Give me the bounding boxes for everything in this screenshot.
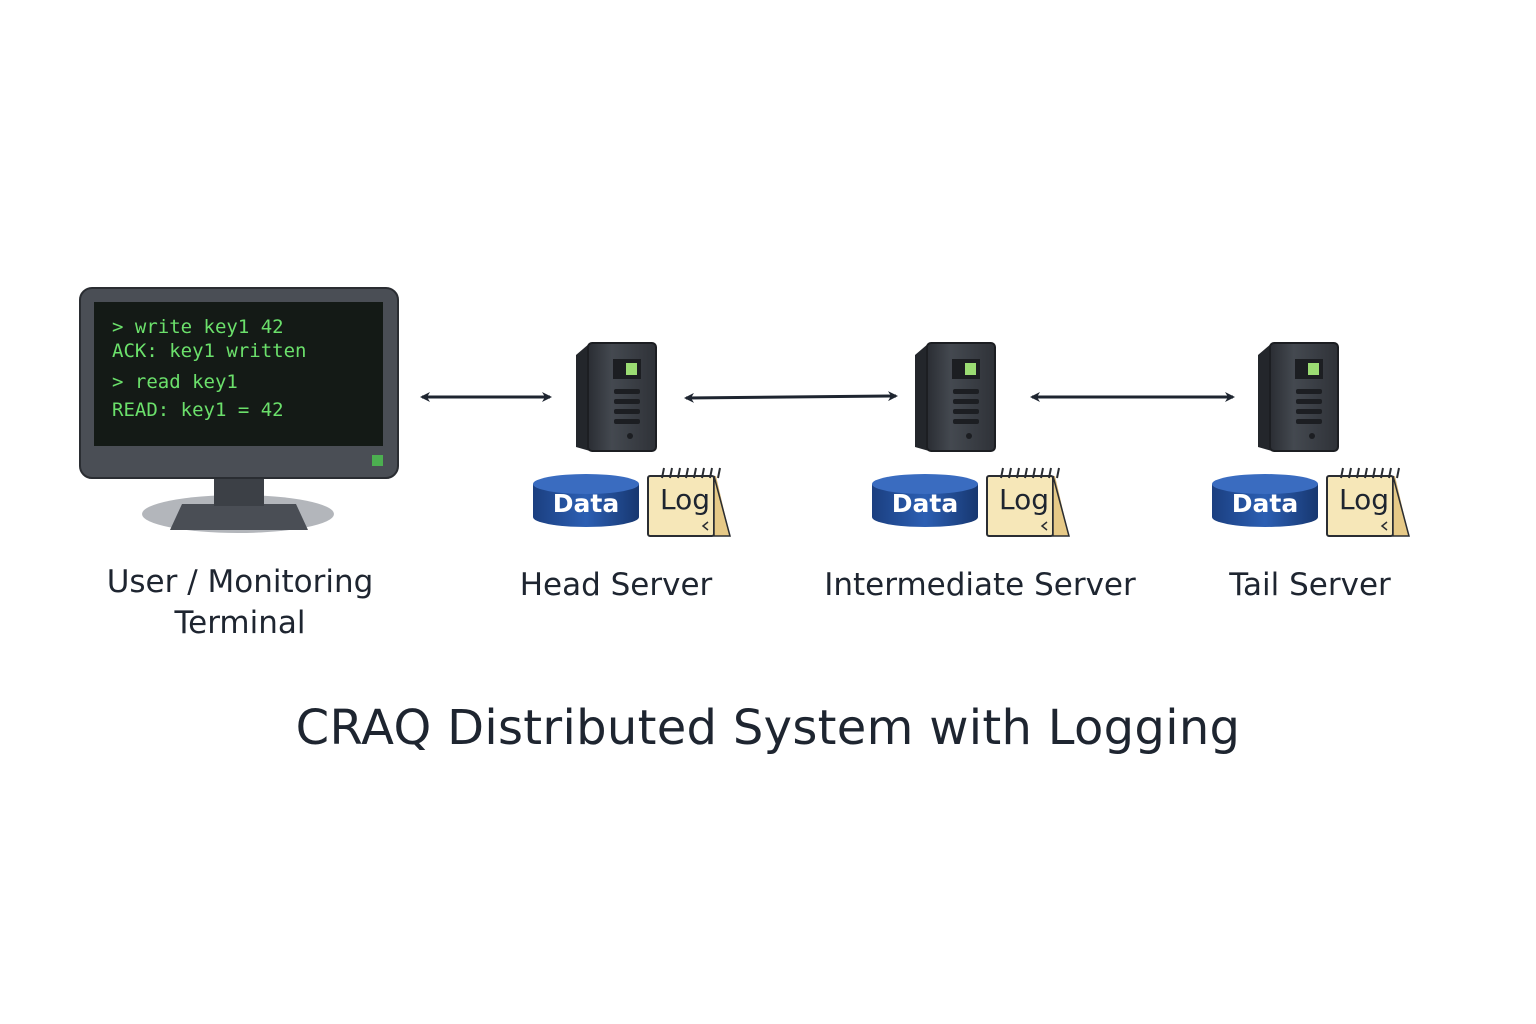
terminal-label-line1: User / Monitoring [106,564,374,600]
data-store-icon: Data [872,474,978,527]
terminal-line: ACK: key1 written [112,340,306,362]
data-store-label: Data [553,489,619,518]
log-icon: Log [986,467,1070,537]
terminal-line: > read key1 [112,371,238,393]
log-label: Log [660,483,710,516]
data-store-icon: Data [1212,474,1318,527]
log-label: Log [1339,483,1389,516]
data-store-label: Data [892,489,958,518]
diagram-title: CRAQ Distributed System with Logging [295,700,1241,756]
terminal-label: User / Monitoring Terminal [70,562,410,644]
server-icon [1258,342,1339,452]
data-store-label: Data [1232,489,1298,518]
log-icon: Log [1326,467,1410,537]
terminal-line: READ: key1 = 42 [112,399,284,421]
log-label: Log [999,483,1049,516]
tail-server-label: Tail Server [1229,567,1391,603]
head-server-label: Head Server [519,567,713,603]
arrow-head-intermediate [684,391,898,403]
intermediate-server-label: Intermediate Server [824,567,1136,603]
server-icon [915,342,996,452]
terminal-label-line2: Terminal [174,605,306,641]
terminal-line: > write key1 42 [112,316,284,338]
monitor-icon [79,287,399,533]
log-icon: Log [647,467,731,537]
terminal-screen: > write key1 42 ACK: key1 written > read… [112,316,306,421]
server-icon [576,342,657,452]
data-store-icon: Data [533,474,639,527]
